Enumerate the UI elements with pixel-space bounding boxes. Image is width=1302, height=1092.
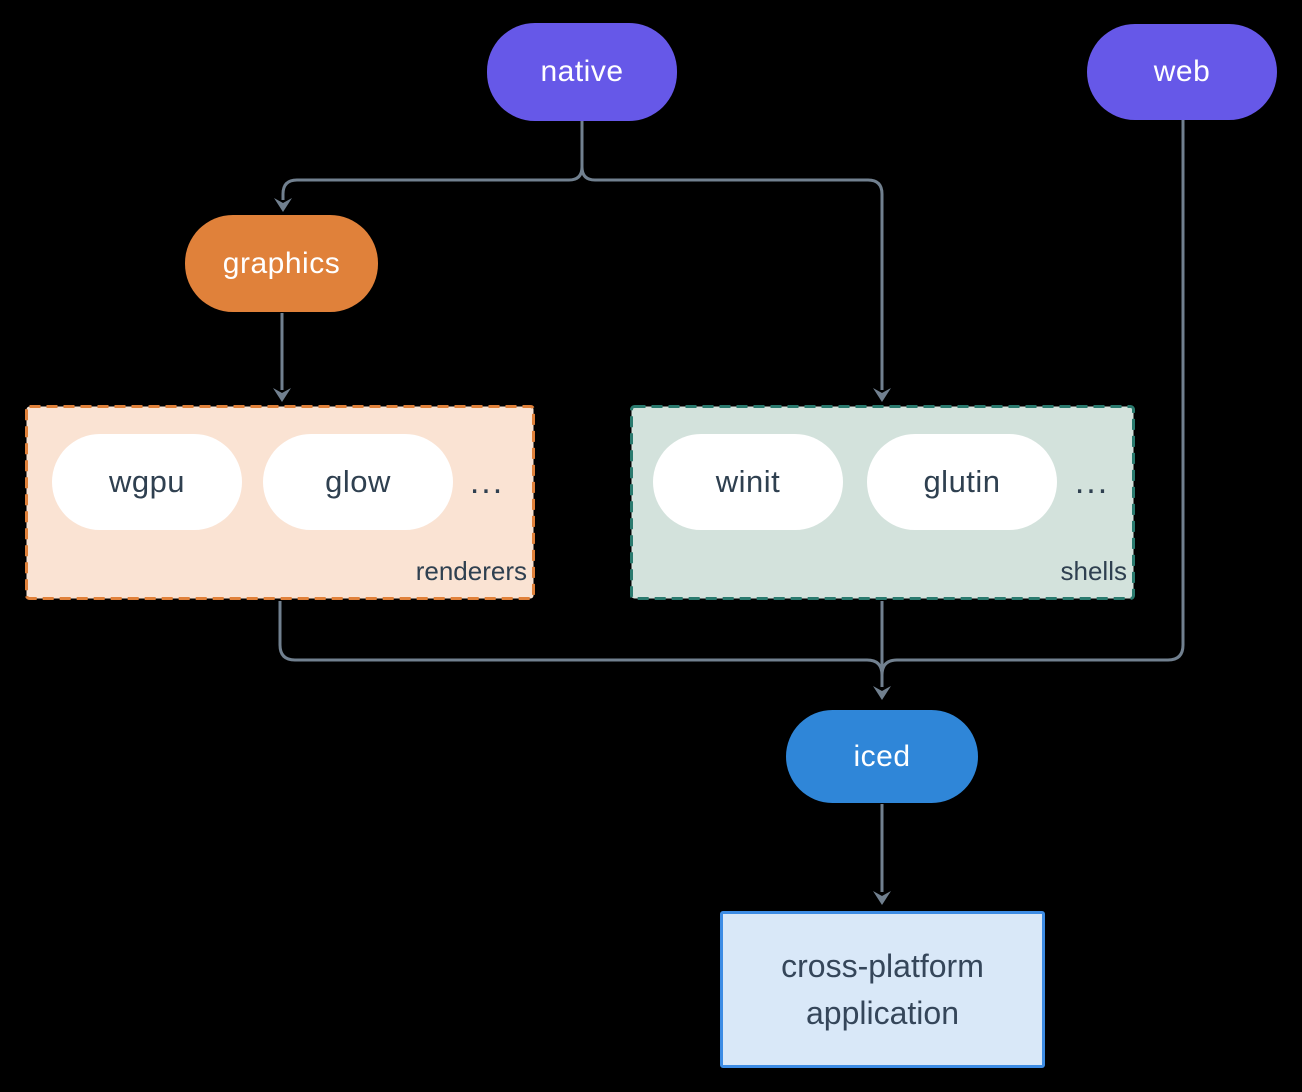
app-label-line1: cross-platform <box>781 947 984 984</box>
node-iced-label: iced <box>853 739 911 773</box>
node-glutin: glutin <box>867 434 1057 530</box>
node-wgpu: wgpu <box>52 434 242 530</box>
arrowhead-into-graphics <box>274 198 292 212</box>
node-cross-platform-application: cross-platform application <box>720 911 1045 1068</box>
node-web-label: web <box>1153 55 1211 88</box>
shells-group-label: shells <box>1060 556 1127 586</box>
arrowhead-into-iced <box>873 686 891 700</box>
node-graphics: graphics <box>185 215 378 312</box>
renderers-ellipsis: ... <box>469 462 505 501</box>
arrowhead-into-renderers <box>273 388 291 402</box>
node-wgpu-label: wgpu <box>108 464 186 499</box>
node-glow-label: glow <box>325 464 391 499</box>
edge-renderers-iced <box>278 601 884 687</box>
app-label-line2: application <box>806 994 959 1031</box>
edge-web-iced <box>880 120 1185 687</box>
node-glutin-label: glutin <box>923 464 1001 499</box>
shells-ellipsis: ... <box>1074 462 1110 501</box>
node-iced: iced <box>786 710 978 803</box>
renderers-group-label: renderers <box>415 556 527 586</box>
arrowhead-into-app <box>873 891 891 905</box>
edge-native-shells <box>580 121 884 390</box>
node-native: native <box>487 23 677 121</box>
node-native-label: native <box>540 55 624 88</box>
node-winit-label: winit <box>715 464 781 499</box>
edge-native-graphics <box>281 121 584 200</box>
node-graphics-label: graphics <box>222 246 341 280</box>
node-glow: glow <box>263 434 453 530</box>
node-winit: winit <box>653 434 843 530</box>
node-web: web <box>1087 24 1277 120</box>
arrowhead-into-shells <box>873 388 891 402</box>
